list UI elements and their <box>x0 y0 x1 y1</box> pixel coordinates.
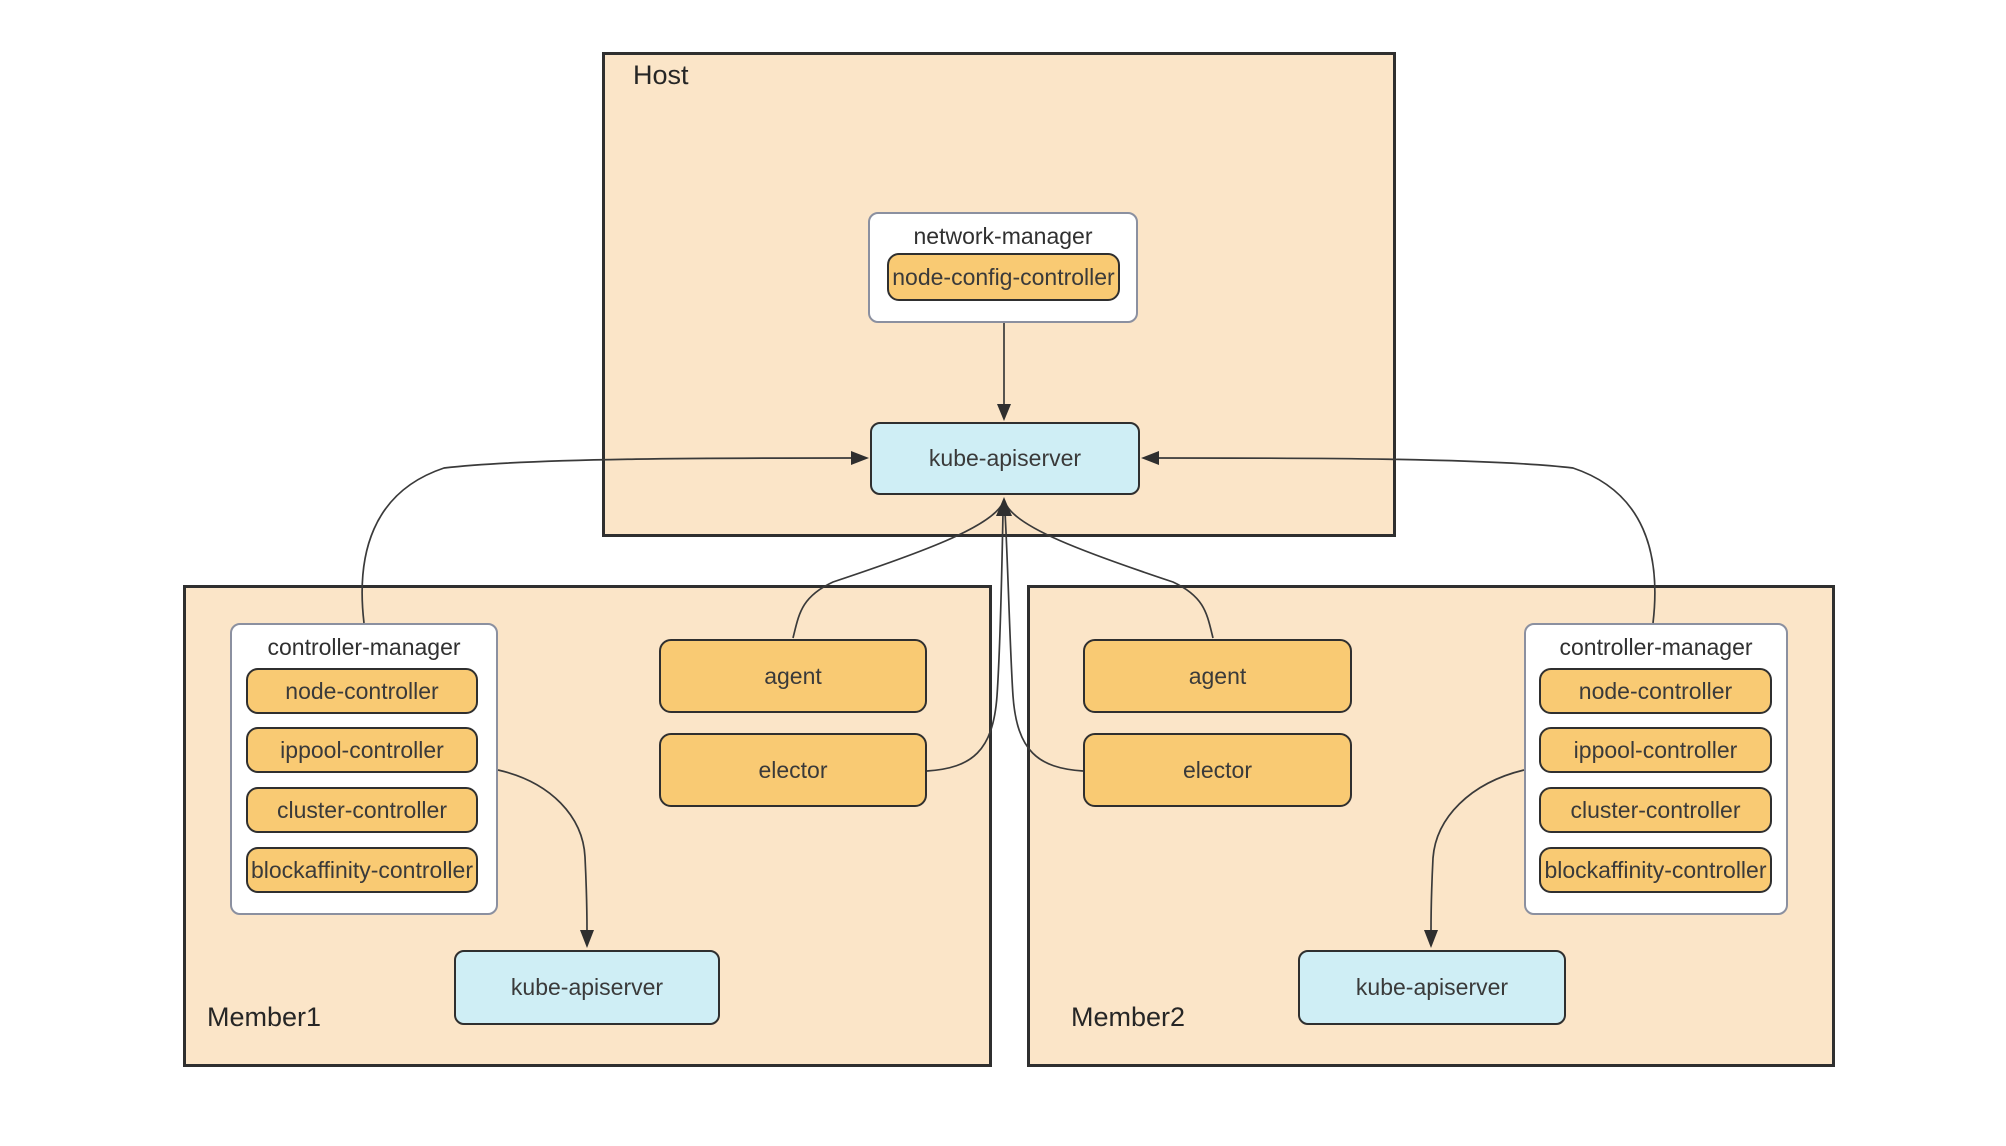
member1-elector-box: elector <box>659 733 927 807</box>
node-config-controller-box: node-config-controller <box>887 253 1120 301</box>
member2-controller-manager-title: controller-manager <box>1559 634 1753 660</box>
member1-label: Member1 <box>207 1002 322 1032</box>
member1-node-controller-box: node-controller <box>246 668 478 714</box>
member2-ippool-controller-box: ippool-controller <box>1539 727 1772 773</box>
member1-controller-manager-title: controller-manager <box>267 634 461 660</box>
member1-kube-apiserver-box: kube-apiserver <box>454 950 720 1025</box>
member2-elector-box: elector <box>1083 733 1352 807</box>
host-label: Host <box>633 60 689 90</box>
member2-agent-box: agent <box>1083 639 1352 713</box>
member1-blockaffinity-controller-box: blockaffinity-controller <box>246 847 478 893</box>
member2-cluster-controller-box: cluster-controller <box>1539 787 1772 833</box>
member1-ippool-controller-box: ippool-controller <box>246 727 478 773</box>
host-kube-apiserver-box: kube-apiserver <box>870 422 1140 495</box>
member1-agent-box: agent <box>659 639 927 713</box>
member2-kube-apiserver-box: kube-apiserver <box>1298 950 1566 1025</box>
member1-cluster-controller-box: cluster-controller <box>246 787 478 833</box>
member2-node-controller-box: node-controller <box>1539 668 1772 714</box>
member2-blockaffinity-controller-box: blockaffinity-controller <box>1539 847 1772 893</box>
member2-label: Member2 <box>1071 1002 1186 1032</box>
network-manager-title: network-manager <box>913 223 1093 249</box>
